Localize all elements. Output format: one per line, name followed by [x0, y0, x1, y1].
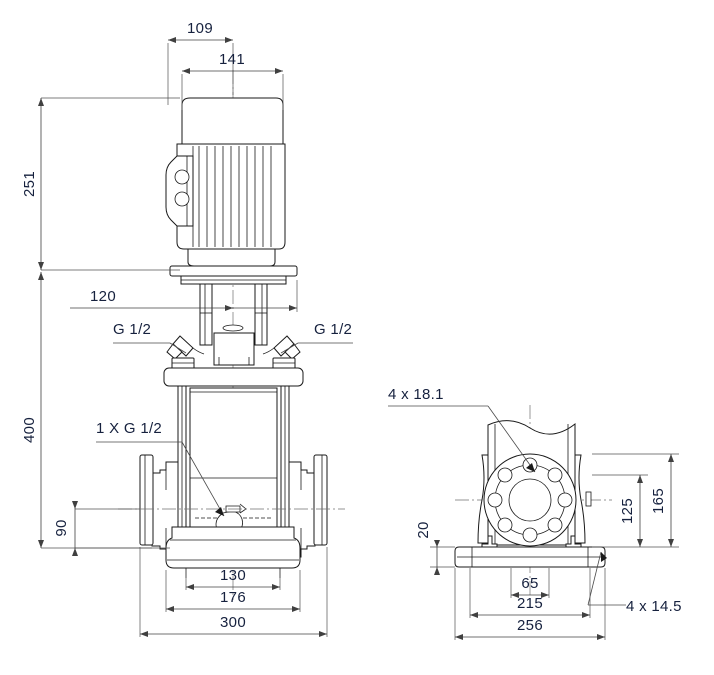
shaft-coupling [213, 332, 255, 366]
pump-head [169, 265, 298, 285]
vent-plug-right-hex [272, 357, 296, 370]
dimension-176: 176 [165, 570, 301, 612]
motor-terminal-box [165, 155, 194, 227]
dim-label-65: 65 [521, 575, 538, 592]
side-body-nub [585, 491, 592, 507]
callout-g12-left: G 1/2 [113, 321, 187, 354]
dimension-256: 256 [454, 568, 606, 640]
side-bracket-right [574, 454, 586, 544]
coupling-cap-icon [222, 324, 244, 332]
callout-g12-right: G 1/2 [280, 321, 353, 354]
callout-label-base-holes: 4 x 14.5 [626, 598, 682, 615]
callout-label-g12-right: G 1/2 [314, 321, 352, 338]
dim-label-215: 215 [517, 595, 543, 612]
dimension-90: 90 [53, 501, 152, 556]
callout-drain-plug: 1 X G 1/2 [96, 420, 225, 517]
callout-label-flange-holes: 4 x 18.1 [388, 386, 444, 403]
dim-label-120: 120 [90, 288, 116, 305]
vent-plug-left-hex [171, 357, 195, 370]
motor-cooling-fins [198, 146, 272, 247]
dim-label-90: 90 [53, 519, 70, 536]
dimension-65: 65 [510, 568, 550, 598]
coupling-guard-right [254, 283, 268, 346]
coupling-guard-left [199, 283, 213, 346]
dimension-130: 130 [185, 567, 281, 590]
dim-label-176: 176 [220, 589, 246, 606]
dim-label-400: 400 [21, 417, 38, 443]
dim-label-125: 125 [619, 498, 636, 524]
dimension-109: 109 [167, 20, 234, 105]
dimension-141: 141 [181, 51, 284, 110]
side-flange-bolt-holes [487, 457, 573, 543]
callout-label-drain: 1 X G 1/2 [96, 420, 162, 437]
motor-assembly [165, 97, 286, 267]
dimension-400: 400 [21, 272, 170, 549]
callout-flange-holes: 4 x 18.1 [388, 386, 536, 473]
dim-label-109: 109 [187, 20, 213, 37]
cable-gland-lower-icon [174, 191, 190, 207]
dim-label-165: 165 [650, 488, 667, 514]
dimension-215: 215 [469, 568, 591, 618]
pump-head-top-plate [169, 265, 298, 277]
dim-label-300: 300 [220, 614, 246, 631]
dimension-20: 20 [415, 521, 455, 575]
flange-right-face [313, 454, 328, 546]
cable-gland-upper-icon [174, 169, 190, 185]
pump-base-foot [165, 526, 301, 569]
dimension-251: 251 [21, 97, 180, 271]
pump-body [118, 367, 345, 578]
motor-drive-end-flange [187, 248, 276, 267]
side-bracket-left [477, 454, 489, 544]
dim-label-141: 141 [219, 51, 245, 68]
callout-label-g12-left: G 1/2 [113, 321, 151, 338]
pump-chamber-sleeve [189, 387, 278, 528]
dim-label-251: 251 [21, 171, 38, 197]
motor-fan-cover [181, 97, 284, 145]
dimension-120: 120 [70, 280, 298, 312]
dimension-165: 165 [592, 453, 679, 548]
dimension-125: 125 [592, 474, 648, 548]
dim-label-256: 256 [517, 617, 543, 634]
pump-chamber-top-flange [163, 367, 304, 387]
coupling-guard-assembly [166, 283, 301, 370]
front-elevation-view: 109 141 251 120 [21, 20, 353, 637]
side-flange-bore [508, 478, 552, 522]
dim-label-20: 20 [415, 521, 432, 538]
side-elevation-view: 4 x 18.1 4 x 14.5 125 165 [388, 386, 682, 640]
dim-label-130: 130 [220, 567, 246, 584]
flange-right [288, 454, 328, 558]
vent-plug-left [166, 335, 205, 370]
flange-left-face [139, 454, 154, 546]
dimension-300: 300 [139, 547, 328, 637]
